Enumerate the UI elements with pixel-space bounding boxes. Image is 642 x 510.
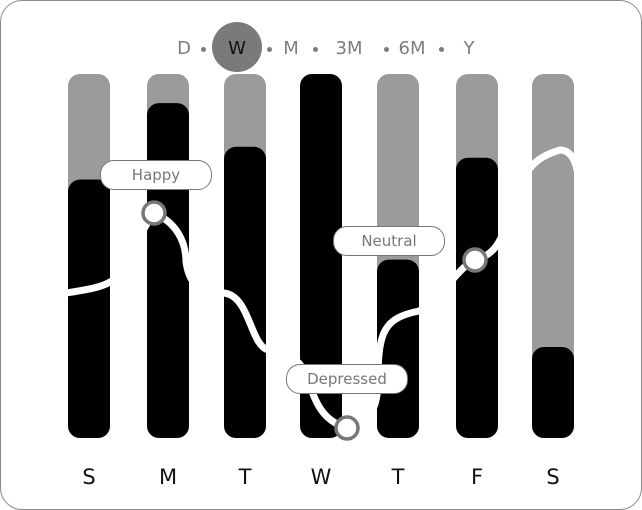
- day-label: F: [470, 465, 484, 489]
- day-label: S: [546, 465, 560, 489]
- bar-track: [532, 74, 574, 438]
- range-week[interactable]: W: [228, 38, 246, 59]
- separator-dot: [384, 47, 389, 52]
- bar-fill: [147, 103, 189, 439]
- mood-label-neutral: Neutral: [333, 226, 445, 256]
- time-range-selector: D W M 3M 6M Y: [0, 36, 642, 62]
- bar-fill: [68, 179, 110, 438]
- mood-marker: [141, 200, 167, 226]
- range-6-months[interactable]: 6M: [398, 38, 426, 59]
- bar-fill: [456, 157, 498, 438]
- separator-dot: [313, 47, 318, 52]
- range-3-months[interactable]: 3M: [335, 38, 363, 59]
- separator-dot: [439, 47, 444, 52]
- day-label: M: [158, 465, 178, 489]
- day-label: T: [391, 465, 405, 489]
- selected-range-highlight: [212, 22, 262, 72]
- bar-fill: [300, 74, 342, 438]
- range-year[interactable]: Y: [463, 38, 475, 59]
- mood-label-depressed: Depressed: [286, 364, 408, 394]
- day-label: W: [310, 465, 332, 489]
- mood-label-happy: Happy: [100, 160, 212, 190]
- separator-dot: [267, 47, 272, 52]
- day-label: T: [238, 465, 252, 489]
- range-day[interactable]: D: [177, 38, 191, 59]
- bar-fill: [532, 347, 574, 438]
- day-label: S: [82, 465, 96, 489]
- mood-marker: [462, 247, 488, 273]
- bar-fill: [224, 146, 266, 439]
- separator-dot: [201, 47, 206, 52]
- mood-marker: [334, 415, 360, 441]
- range-month[interactable]: M: [283, 38, 299, 59]
